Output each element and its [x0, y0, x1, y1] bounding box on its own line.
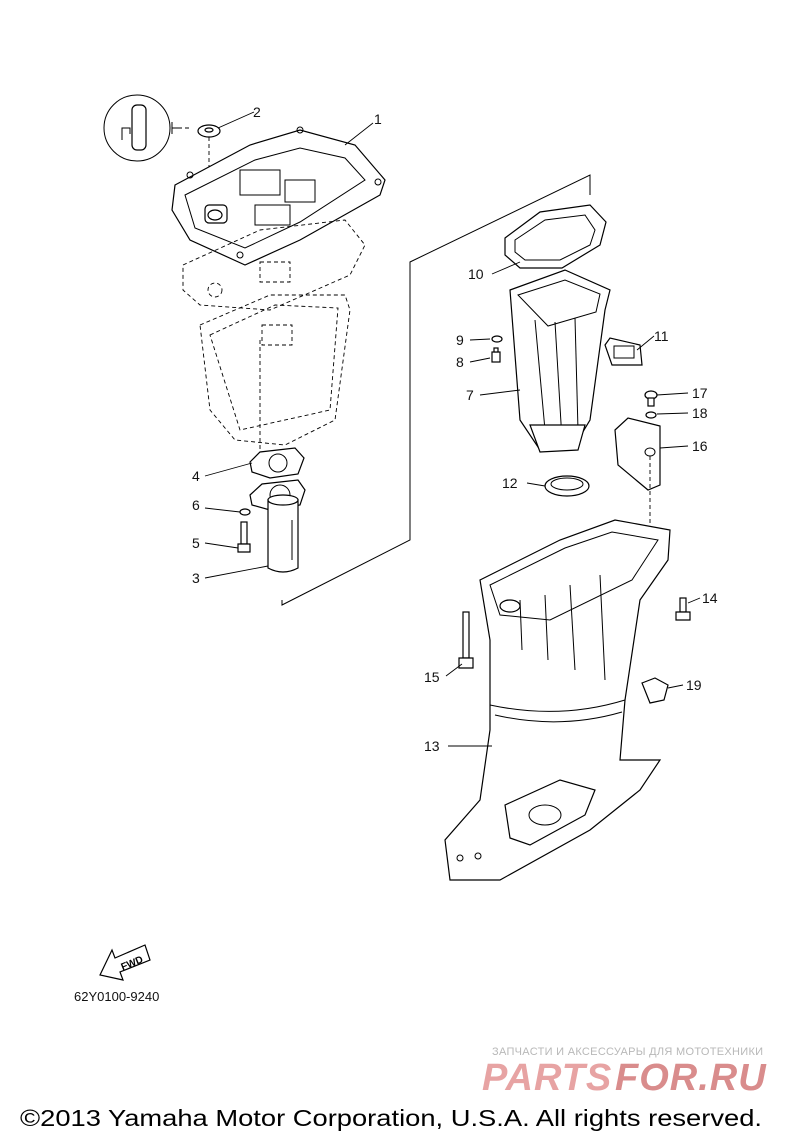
part-18-washer — [645, 411, 657, 419]
watermark-tagline: ЗАПЧАСТИ И АКСЕССУАРЫ ДЛЯ МОТОТЕХНИКИ — [492, 1046, 763, 1058]
callout-17: 17 — [692, 385, 708, 401]
callout-labels: 1 2 3 4 5 6 7 8 9 10 11 12 13 14 15 16 1… — [192, 104, 718, 754]
callout-14: 14 — [702, 590, 718, 606]
drawing-code: 62Y0100-9240 — [74, 989, 159, 1004]
part-10-gasket — [504, 204, 607, 269]
callout-1: 1 — [374, 111, 382, 127]
part-1-upper-plate — [171, 126, 386, 266]
callout-7: 7 — [466, 387, 474, 403]
part-7-exhaust-guide — [509, 269, 611, 453]
part-3-pipe — [267, 494, 299, 573]
callout-11: 11 — [654, 328, 669, 344]
callout-5: 5 — [192, 535, 200, 551]
part-19-clip — [641, 677, 669, 704]
callout-6: 6 — [192, 497, 200, 513]
callout-19: 19 — [686, 677, 702, 693]
part-5-bolt — [237, 521, 251, 553]
watermark-logo-for: FOR.RU — [615, 1057, 767, 1099]
watermark: ЗАПЧАСТИ И АКСЕССУАРЫ ДЛЯ МОТОТЕХНИКИ PA… — [482, 1046, 767, 1099]
callout-12: 12 — [502, 475, 518, 491]
part-14-bolt — [675, 597, 691, 621]
callout-8: 8 — [456, 354, 464, 370]
gasket-dashed — [182, 219, 366, 311]
part-17-screw — [644, 390, 658, 407]
part-11-block — [604, 337, 643, 366]
part-12-seal — [544, 475, 590, 497]
part-13-upper-casing — [444, 519, 671, 881]
callout-4: 4 — [192, 468, 200, 484]
detail-inset-circle — [103, 94, 192, 162]
callout-10: 10 — [468, 266, 484, 282]
callout-16: 16 — [692, 438, 708, 454]
part-15-bolt — [458, 611, 474, 669]
assembly-bracket-lines — [281, 174, 591, 606]
copyright-footer: ©2013 Yamaha Motor Corporation, U.S.A. A… — [20, 1105, 762, 1131]
part-9-washer — [491, 335, 503, 343]
oil-pan-dashed — [199, 294, 351, 460]
leader-lines — [204, 111, 701, 747]
callout-18: 18 — [692, 405, 708, 421]
callout-3: 3 — [192, 570, 200, 586]
callout-13: 13 — [424, 738, 440, 754]
part-6-washer — [239, 508, 251, 516]
callout-9: 9 — [456, 332, 464, 348]
callout-2: 2 — [253, 104, 261, 120]
part-8-bolt — [491, 347, 501, 363]
callout-15: 15 — [424, 669, 440, 685]
watermark-logo-parts: PARTS — [482, 1057, 612, 1099]
fwd-arrow-icon: FWD — [99, 944, 151, 981]
